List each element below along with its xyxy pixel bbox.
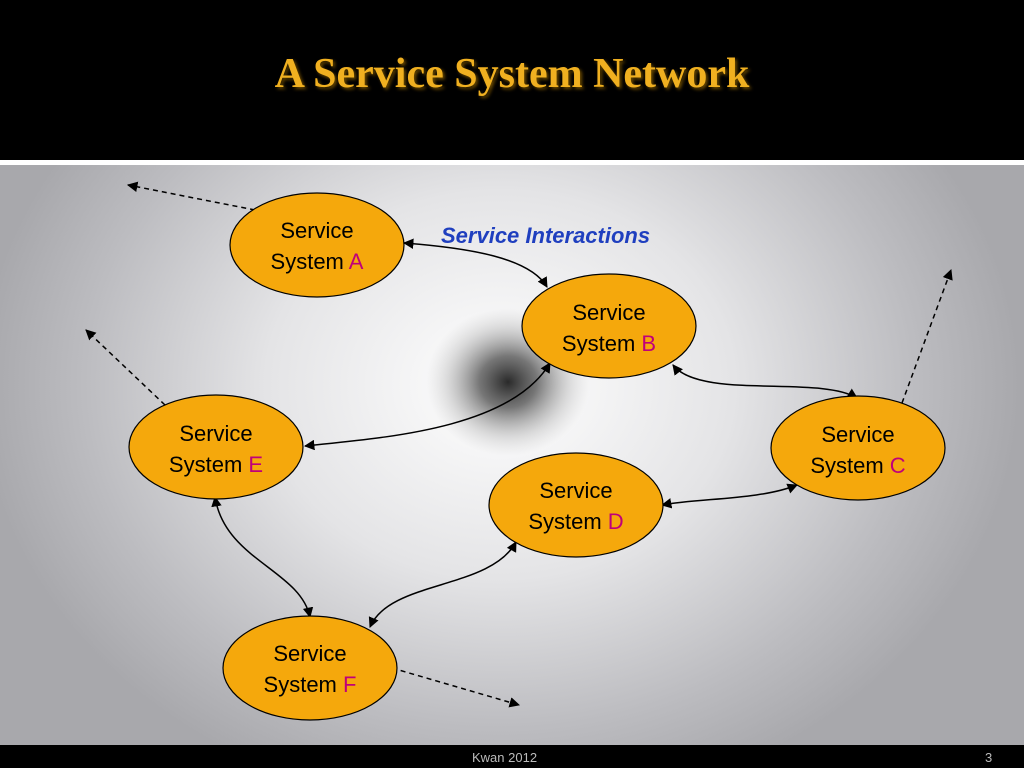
node-d-letter: D bbox=[608, 509, 624, 534]
header-divider bbox=[0, 160, 1024, 165]
node-b-line2: System B bbox=[562, 331, 656, 356]
node-a-letter: A bbox=[349, 249, 364, 274]
external-link-a bbox=[126, 181, 256, 211]
interaction-b-e bbox=[303, 362, 551, 451]
node-b-line1: Service bbox=[572, 300, 645, 325]
node-c-line1: Service bbox=[821, 422, 894, 447]
external-link-e bbox=[85, 329, 166, 406]
node-e-letter: E bbox=[248, 452, 263, 477]
node-b-letter: B bbox=[641, 331, 656, 356]
node-service-system-d: Service System D bbox=[488, 452, 664, 558]
interaction-b-c bbox=[672, 364, 858, 399]
node-f-letter: F bbox=[343, 672, 356, 697]
node-service-system-c: Service System C bbox=[770, 395, 946, 501]
node-a-line1: Service bbox=[280, 218, 353, 243]
node-service-system-a: Service System A bbox=[229, 192, 405, 298]
interaction-e-f bbox=[211, 495, 314, 619]
node-c-line2: System C bbox=[810, 453, 905, 478]
interaction-a-b bbox=[402, 238, 548, 288]
node-e-line1: Service bbox=[179, 421, 252, 446]
node-service-system-b: Service System B bbox=[521, 273, 697, 379]
node-d-line1: Service bbox=[539, 478, 612, 503]
slide-header: A Service System Network bbox=[0, 0, 1024, 160]
external-link-f bbox=[391, 667, 521, 708]
node-f-line1: Service bbox=[273, 641, 346, 666]
node-a-line2: System A bbox=[271, 249, 364, 274]
interaction-c-d bbox=[660, 483, 798, 509]
node-service-system-f: Service System F bbox=[222, 615, 398, 721]
page-number: 3 bbox=[985, 750, 993, 765]
interaction-d-f bbox=[368, 541, 517, 628]
footer-text: Kwan 2012 bbox=[472, 750, 538, 765]
node-d-line2: System D bbox=[528, 509, 623, 534]
node-e-line2: System E bbox=[169, 452, 263, 477]
slide-title: A Service System Network bbox=[274, 51, 750, 97]
node-c-letter: C bbox=[890, 453, 906, 478]
external-link-c bbox=[901, 269, 953, 404]
node-service-system-e: Service System E bbox=[128, 394, 304, 500]
node-f-line2: System F bbox=[264, 672, 357, 697]
service-interactions-label: Service Interactions bbox=[441, 223, 650, 248]
